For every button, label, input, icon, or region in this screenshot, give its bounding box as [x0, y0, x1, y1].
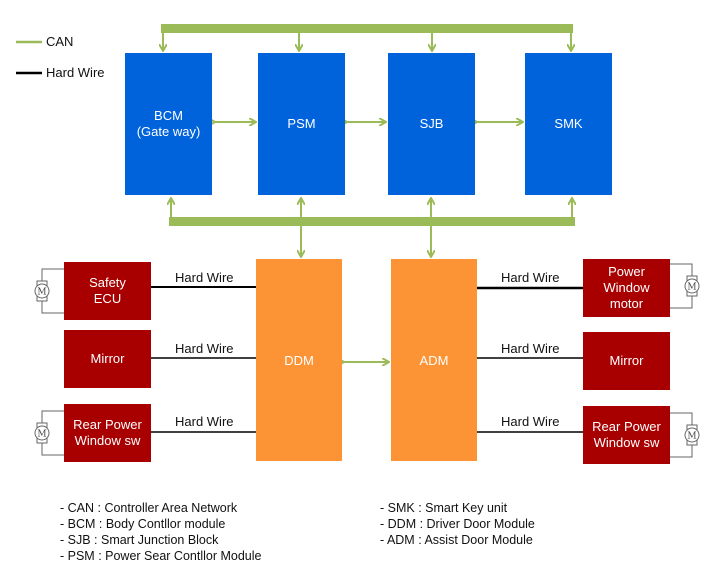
ecu-bcm: BCM (Gate way)	[125, 53, 212, 195]
hardwire-label-left-3: Hard Wire	[175, 414, 234, 429]
ecu-smk: SMK	[525, 53, 612, 195]
motor-symbol: M	[687, 283, 696, 293]
device-mirror-right: Mirror	[583, 332, 670, 390]
motor-icon-right-3: M	[670, 412, 700, 458]
device-mirror-left: Mirror	[64, 330, 151, 388]
module-ddm: DDM	[256, 259, 342, 461]
note-smk: - SMK : Smart Key unit	[380, 501, 508, 515]
motor-symbol: M	[37, 288, 46, 298]
ecu-psm: PSM	[258, 53, 345, 195]
note-sjb: - SJB : Smart Junction Block	[60, 533, 219, 547]
motor-symbol: M	[37, 430, 46, 440]
ecu-sjb: SJB	[388, 53, 475, 195]
hardwire-label-right-1: Hard Wire	[501, 270, 560, 285]
motor-symbol: M	[687, 432, 696, 442]
note-psm: - PSM : Power Sear Contllor Module	[60, 549, 262, 563]
note-ddm: - DDM : Driver Door Module	[380, 517, 535, 531]
hardwire-label-right-2: Hard Wire	[501, 341, 560, 356]
can-bus-bottom	[169, 217, 575, 226]
module-adm: ADM	[391, 259, 477, 461]
note-can: - CAN : Controller Area Network	[60, 501, 238, 515]
hardwire-label-right-3: Hard Wire	[501, 414, 560, 429]
legend-hardwire-label: Hard Wire	[46, 65, 105, 80]
device-power-window-motor: Power Window motor	[583, 259, 670, 317]
device-safety-ecu: Safety ECU	[64, 262, 151, 320]
note-bcm: - BCM : Body Contllor module	[60, 517, 226, 531]
can-bus-top	[161, 24, 573, 33]
motor-icon-left-3: M	[34, 410, 64, 456]
device-rear-power-window-sw-right: Rear Power Window sw	[583, 406, 670, 464]
hardwire-label-left-2: Hard Wire	[175, 341, 234, 356]
notes-right: - SMK : Smart Key unit - DDM : Driver Do…	[380, 500, 535, 548]
motor-icon-right-1: M	[670, 263, 700, 309]
legend-can-label: CAN	[46, 34, 74, 49]
motor-icon-left-1: M	[34, 268, 64, 314]
hardwire-label-left-1: Hard Wire	[175, 270, 234, 285]
note-adm: - ADM : Assist Door Module	[380, 533, 533, 547]
notes-left: - CAN : Controller Area Network - BCM : …	[60, 500, 261, 564]
device-rear-power-window-sw-left: Rear Power Window sw	[64, 404, 151, 462]
